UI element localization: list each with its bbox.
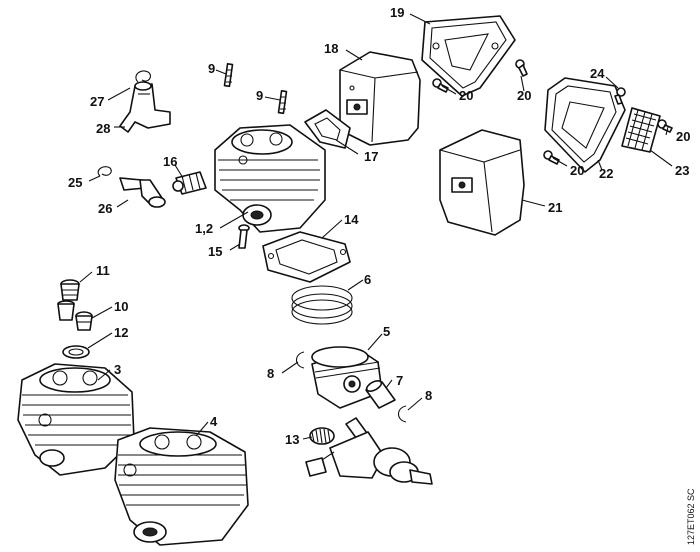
label-8-a: 8 (267, 366, 274, 381)
screw-24 (614, 87, 626, 105)
spring-clip-27-part (135, 70, 151, 83)
screw-20-b (515, 59, 528, 77)
label-11: 11 (96, 263, 110, 278)
label-9-a: 9 (208, 61, 215, 76)
spark-arrest-screen-part (621, 107, 661, 153)
reference-code: 127ET062 SC (686, 488, 696, 545)
label-5: 5 (383, 324, 390, 339)
piston-pin-part (365, 380, 396, 409)
spring-clip-25-part (97, 166, 112, 177)
label-12: 12 (114, 325, 128, 340)
label-23: 23 (675, 163, 689, 178)
elbow-connector-part (119, 177, 166, 208)
label-25: 25 (68, 175, 82, 190)
muffler-part (339, 51, 421, 146)
muffler-cover-part (421, 15, 516, 97)
label-8-b: 8 (425, 388, 432, 403)
label-19: 19 (390, 5, 404, 20)
circlip-8-a (295, 351, 305, 369)
label-4: 4 (210, 414, 218, 429)
label-24: 24 (590, 66, 605, 81)
crankshaft-part (305, 417, 433, 485)
label-14: 14 (344, 212, 359, 227)
circlip-8-b (397, 405, 407, 423)
muffler-shell-part (439, 129, 525, 236)
screw-20-c (543, 150, 560, 165)
label-3: 3 (114, 362, 121, 377)
decompression-valve-part (172, 171, 207, 195)
screw-20-a (432, 78, 449, 93)
leader-lines (79, 13, 673, 440)
plug-11-part (57, 279, 80, 321)
label-18: 18 (324, 41, 338, 56)
label-15: 15 (208, 244, 222, 259)
label-10: 10 (114, 299, 128, 314)
callout-labels: 19 18 17 20 20 20 20 24 21 22 23 9 9 27 … (68, 5, 690, 447)
label-20-a: 20 (459, 88, 473, 103)
label-20-b: 20 (517, 88, 531, 103)
valve-seat-12-part (62, 345, 90, 359)
cylinder-3-part (17, 363, 135, 476)
label-13: 13 (285, 432, 299, 447)
label-28: 28 (96, 121, 110, 136)
stud-9-a (223, 63, 234, 88)
cylinder-assembly-part (214, 124, 326, 233)
label-9-b: 9 (256, 88, 263, 103)
label-20-d: 20 (676, 129, 690, 144)
label-27: 27 (90, 94, 104, 109)
plug-10-part (75, 311, 93, 331)
label-1-2: 1,2 (195, 221, 213, 236)
label-6: 6 (364, 272, 371, 287)
cylinder-4-part (114, 427, 249, 546)
needle-cage-part (309, 427, 335, 445)
label-20-c: 20 (570, 163, 584, 178)
muffler-gasket-part (304, 109, 351, 149)
label-16: 16 (163, 154, 177, 169)
label-21: 21 (548, 200, 562, 215)
label-22: 22 (599, 166, 613, 181)
muffler-end-cover-part (544, 77, 626, 173)
screw-20-d (657, 119, 673, 133)
label-7: 7 (396, 373, 403, 388)
piston-part (311, 346, 383, 409)
stud-9-b (277, 90, 288, 115)
cylinder-bolt-part (238, 224, 250, 249)
label-17: 17 (364, 149, 378, 164)
piston-rings-part (291, 285, 353, 325)
base-gasket-part (262, 231, 351, 283)
intake-manifold-part (119, 81, 171, 133)
label-26: 26 (98, 201, 112, 216)
